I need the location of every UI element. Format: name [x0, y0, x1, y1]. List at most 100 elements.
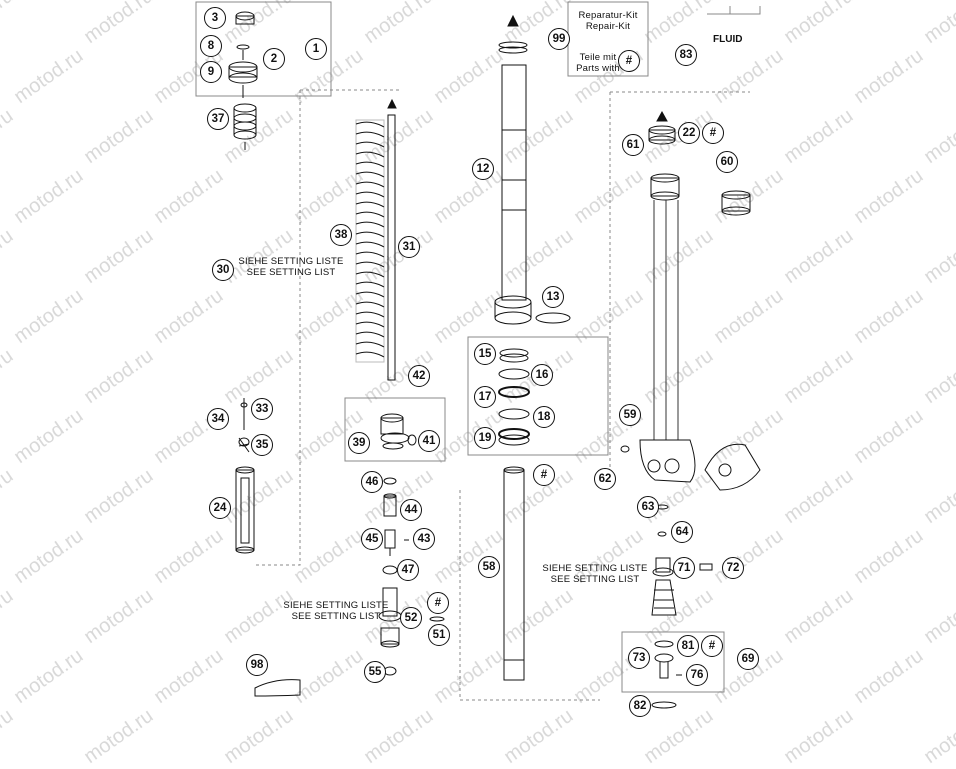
callout-81-hash: #	[701, 635, 723, 657]
setting-list-note-cartridge-en: SEE SETTING LIST	[550, 574, 640, 585]
spring-coil	[355, 321, 385, 328]
spring-coil	[355, 241, 385, 248]
callout-82: 82	[629, 695, 651, 717]
callout-8: 8	[200, 35, 222, 57]
setting-list-note-cartridge: SIEHE SETTING LISTE SEE SETTING LIST	[530, 563, 660, 585]
callout-51-hash: #	[427, 592, 449, 614]
spring-coil	[355, 331, 385, 338]
callout-35: 35	[251, 434, 273, 456]
part-3-body	[235, 15, 255, 25]
callout-47: 47	[397, 559, 419, 581]
outer-tube-12	[501, 64, 527, 301]
spring-coil	[355, 151, 385, 158]
callout-kit-hash: #	[618, 50, 640, 72]
frame-top-cap-group	[195, 1, 332, 97]
spring-coil	[355, 311, 385, 318]
spring-coil	[355, 341, 385, 348]
frame-outer-tube-group	[609, 91, 750, 480]
callout-18: 18	[533, 406, 555, 428]
callout-45: 45	[361, 528, 383, 550]
axle-clamp	[704, 443, 761, 491]
callout-64: 64	[671, 521, 693, 543]
callout-61: 61	[622, 134, 644, 156]
frame-seal-group	[467, 336, 609, 456]
callout-62: 62	[594, 468, 616, 490]
spring-coil	[355, 191, 385, 198]
rod-31	[387, 114, 396, 381]
setting-list-note-spring-en: SEE SETTING LIST	[246, 267, 336, 278]
callout-46: 46	[361, 471, 383, 493]
callout-22-hash: #	[702, 122, 724, 144]
callout-98: 98	[246, 654, 268, 676]
spring-coil	[355, 231, 385, 238]
callout-2: 2	[263, 48, 285, 70]
callout-58: 58	[478, 556, 500, 578]
callout-73: 73	[628, 647, 650, 669]
callout-1: 1	[305, 38, 327, 60]
spring-coil	[355, 281, 385, 288]
callout-51: 51	[428, 624, 450, 646]
cartridge-24	[235, 469, 255, 551]
callout-63: 63	[637, 496, 659, 518]
spring-coil	[355, 301, 385, 308]
callout-52: 52	[400, 607, 422, 629]
callout-12: 12	[472, 158, 494, 180]
callout-99: 99	[548, 28, 570, 50]
setting-list-note-valve-de: SIEHE SETTING LISTE	[283, 600, 389, 611]
spring-coil	[355, 251, 385, 258]
callout-58-hash: #	[533, 464, 555, 486]
callout-60: 60	[716, 151, 738, 173]
spring-coil	[355, 141, 385, 148]
setting-list-note-spring: SIEHE SETTING LISTE SEE SETTING LIST	[226, 256, 356, 278]
callout-15: 15	[474, 343, 496, 365]
spring-coil	[355, 201, 385, 208]
spring-coil	[355, 221, 385, 228]
lower-leg-62	[639, 439, 696, 483]
callout-16: 16	[531, 364, 553, 386]
spring-coil	[355, 261, 385, 268]
frame-bleeder-group	[621, 631, 725, 693]
callout-17: 17	[474, 386, 496, 408]
spring-coil	[355, 291, 385, 298]
callout-31: 31	[398, 236, 420, 258]
callout-72: 72	[722, 557, 744, 579]
callout-76: 76	[686, 664, 708, 686]
repair-kit-note: Reparatur-Kit Repair-Kit	[570, 10, 646, 32]
frame-inner-tube-group	[459, 490, 600, 701]
callout-44: 44	[400, 499, 422, 521]
callout-81: 81	[677, 635, 699, 657]
callout-43: 43	[413, 528, 435, 550]
setting-list-note-valve: SIEHE SETTING LISTE SEE SETTING LIST	[271, 600, 401, 622]
setting-list-note-valve-en: SEE SETTING LIST	[291, 611, 381, 622]
inner-tube-58	[503, 469, 525, 681]
setting-list-note-cartridge-de: SIEHE SETTING LISTE	[542, 563, 648, 574]
callout-59: 59	[619, 404, 641, 426]
callout-30: 30	[212, 259, 234, 281]
callout-55: 55	[364, 661, 386, 683]
callout-71: 71	[673, 557, 695, 579]
callout-34: 34	[207, 408, 229, 430]
repair-kit-note-de: Reparatur-Kit	[578, 10, 638, 21]
parts-with-note: Teile mit Parts with	[568, 52, 628, 74]
spring-coil	[355, 181, 385, 188]
frame-spring-group	[255, 89, 400, 566]
callout-19: 19	[474, 427, 496, 449]
callout-39: 39	[348, 432, 370, 454]
spring-coil	[355, 271, 385, 278]
callout-41: 41	[418, 430, 440, 452]
repair-kit-note-en: Repair-Kit	[585, 21, 631, 32]
callout-33: 33	[251, 398, 273, 420]
callout-3: 3	[204, 7, 226, 29]
spring-38	[355, 119, 385, 363]
callout-38: 38	[330, 224, 352, 246]
fluid-bracket	[707, 6, 761, 15]
callout-37: 37	[207, 108, 229, 130]
parts-with-note-de: Teile mit	[579, 52, 617, 63]
callout-22: 22	[678, 122, 700, 144]
spring-coil	[355, 161, 385, 168]
callout-42: 42	[408, 365, 430, 387]
callout-9: 9	[200, 61, 222, 83]
fluid-label: FLUID	[713, 34, 743, 45]
spring-coil	[355, 121, 385, 128]
